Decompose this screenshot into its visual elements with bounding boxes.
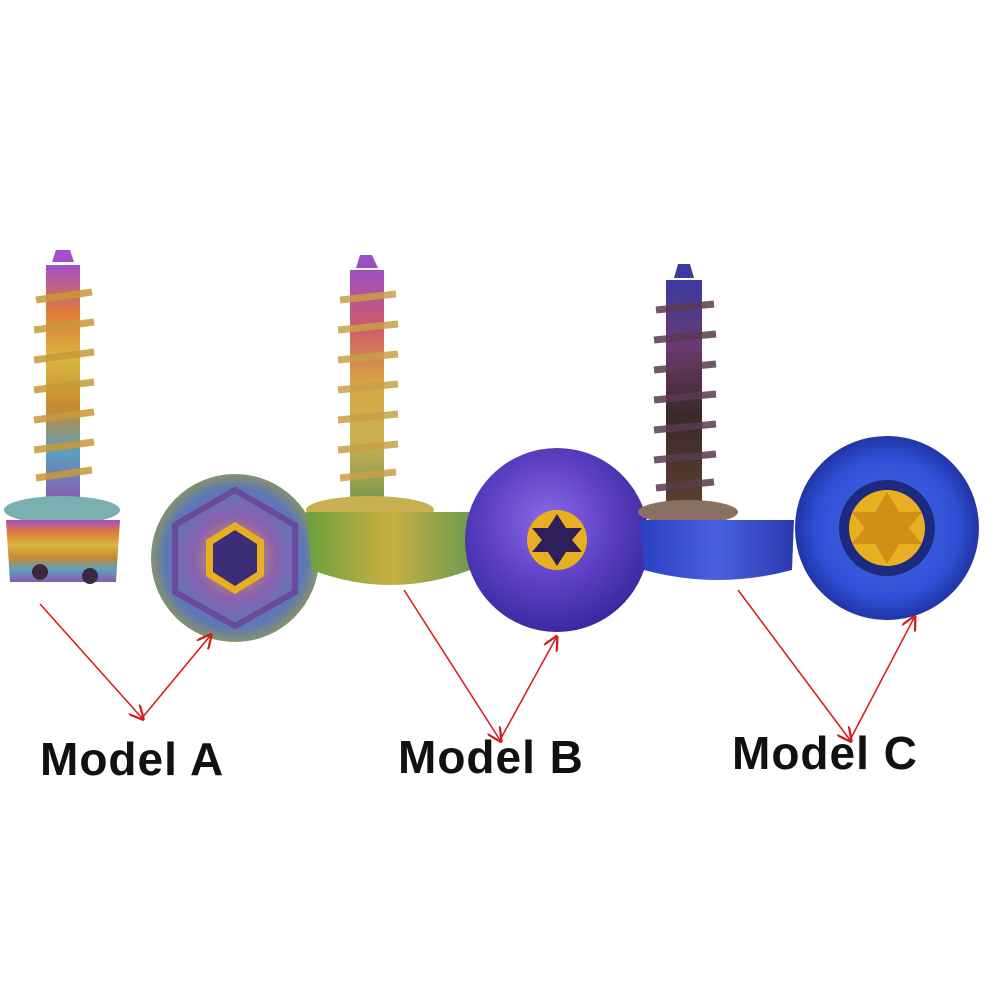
model-a-head — [151, 474, 319, 642]
model-a-label: Model A — [40, 733, 225, 785]
model-a-arrows — [39, 603, 210, 718]
model-c-side-screw — [638, 264, 794, 580]
model-b-label: Model B — [398, 731, 584, 783]
model-a-side-screw — [4, 250, 120, 584]
model-c-arrows — [737, 589, 914, 740]
model-c-head — [795, 436, 979, 620]
model-b-head — [465, 448, 649, 632]
model-c-label: Model C — [732, 727, 918, 779]
model-b-side-screw — [306, 255, 474, 585]
model-b-arrows — [403, 589, 556, 740]
